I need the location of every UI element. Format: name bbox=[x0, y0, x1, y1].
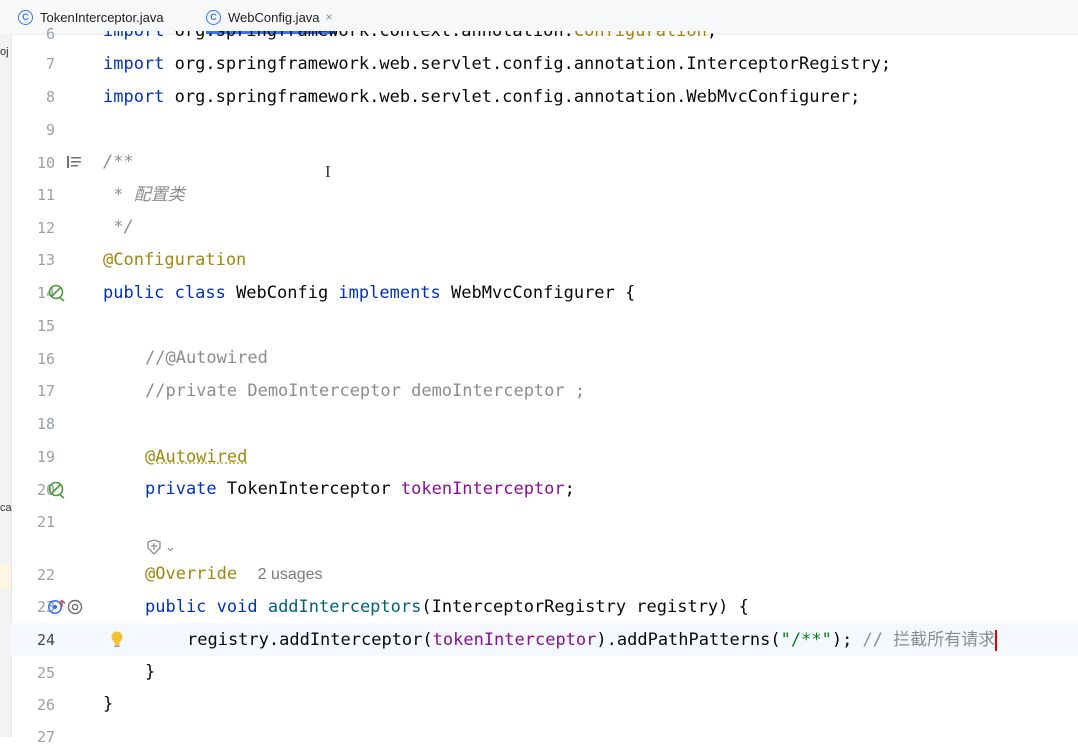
code-line-26[interactable]: } bbox=[103, 693, 113, 715]
line-number: 26 bbox=[25, 694, 55, 716]
close-icon[interactable]: × bbox=[326, 10, 333, 24]
tab-webconfig[interactable]: C WebConfig.java × bbox=[206, 0, 337, 34]
line-number: 11 bbox=[25, 184, 55, 206]
code-line-7[interactable]: import org.springframework.web.servlet.c… bbox=[103, 53, 891, 75]
class-icon: C bbox=[206, 10, 221, 25]
line-number: 17 bbox=[25, 380, 55, 402]
mouse-ibeam-cursor: I bbox=[325, 162, 331, 182]
ai-assist-hint[interactable]: ⌄ bbox=[145, 538, 176, 556]
line-number: 10 bbox=[25, 152, 55, 174]
code-line-16[interactable]: //@Autowired bbox=[145, 347, 268, 369]
code-line-25[interactable]: } bbox=[145, 661, 155, 683]
line-number: 25 bbox=[25, 662, 55, 684]
line-number: 9 bbox=[25, 119, 55, 141]
line-number: 19 bbox=[25, 446, 55, 468]
line-number: 22 bbox=[25, 564, 55, 586]
code-line-12[interactable]: */ bbox=[103, 216, 134, 238]
code-line-8[interactable]: import org.springframework.web.servlet.c… bbox=[103, 86, 860, 108]
line-number: 27 bbox=[25, 726, 55, 748]
line-number: 7 bbox=[25, 53, 55, 75]
project-tree-fragment: oj bbox=[0, 46, 9, 58]
autowired-bean-icon[interactable] bbox=[48, 481, 66, 499]
line-number: 15 bbox=[25, 315, 55, 337]
project-tree-fragment: ca bbox=[0, 502, 12, 514]
javadoc-render-icon[interactable] bbox=[66, 155, 82, 169]
code-line-13[interactable]: @Configuration bbox=[103, 249, 246, 271]
code-line-23[interactable]: public void addInterceptors(InterceptorR… bbox=[145, 596, 749, 618]
tab-label: TokenInterceptor.java bbox=[40, 10, 164, 25]
code-line-14[interactable]: public class WebConfig implements WebMvc… bbox=[103, 282, 635, 304]
tab-label: WebConfig.java bbox=[228, 10, 320, 25]
line-number: 24 bbox=[25, 629, 55, 651]
line-number: 8 bbox=[25, 86, 55, 108]
gutter: 6 7 8 9 10 11 12 13 14 15 16 17 18 19 20… bbox=[11, 34, 101, 737]
text-caret bbox=[995, 630, 997, 651]
line-number: 12 bbox=[25, 217, 55, 239]
bean-icon[interactable] bbox=[48, 284, 66, 302]
project-tree-highlight bbox=[0, 564, 11, 590]
line-number: 13 bbox=[25, 249, 55, 271]
code-line-20[interactable]: private TokenInterceptor tokenIntercepto… bbox=[145, 478, 575, 500]
usages-hint[interactable]: 2 usages bbox=[258, 566, 323, 583]
lightbulb-icon[interactable] bbox=[110, 630, 124, 648]
editor-tab-bar: C TokenInterceptor.java C WebConfig.java… bbox=[0, 0, 1078, 35]
ai-assistant-icon bbox=[145, 538, 163, 556]
line-number: 18 bbox=[25, 413, 55, 435]
chevron-down-icon: ⌄ bbox=[165, 539, 176, 555]
line-number: 6 bbox=[25, 23, 55, 45]
code-line-24[interactable]: registry.addInterceptor(tokenInterceptor… bbox=[187, 629, 997, 651]
code-line-19[interactable]: @Autowired bbox=[145, 446, 247, 468]
code-line-17[interactable]: //private DemoInterceptor demoIntercepto… bbox=[145, 380, 585, 402]
code-line-10[interactable]: /** bbox=[103, 151, 134, 173]
override-icons[interactable] bbox=[47, 598, 87, 616]
code-line-11[interactable]: * 配置类 bbox=[103, 184, 185, 206]
line-number: 16 bbox=[25, 348, 55, 370]
code-line-22[interactable]: @Override 2 usages bbox=[145, 563, 323, 585]
line-number: 21 bbox=[25, 511, 55, 533]
